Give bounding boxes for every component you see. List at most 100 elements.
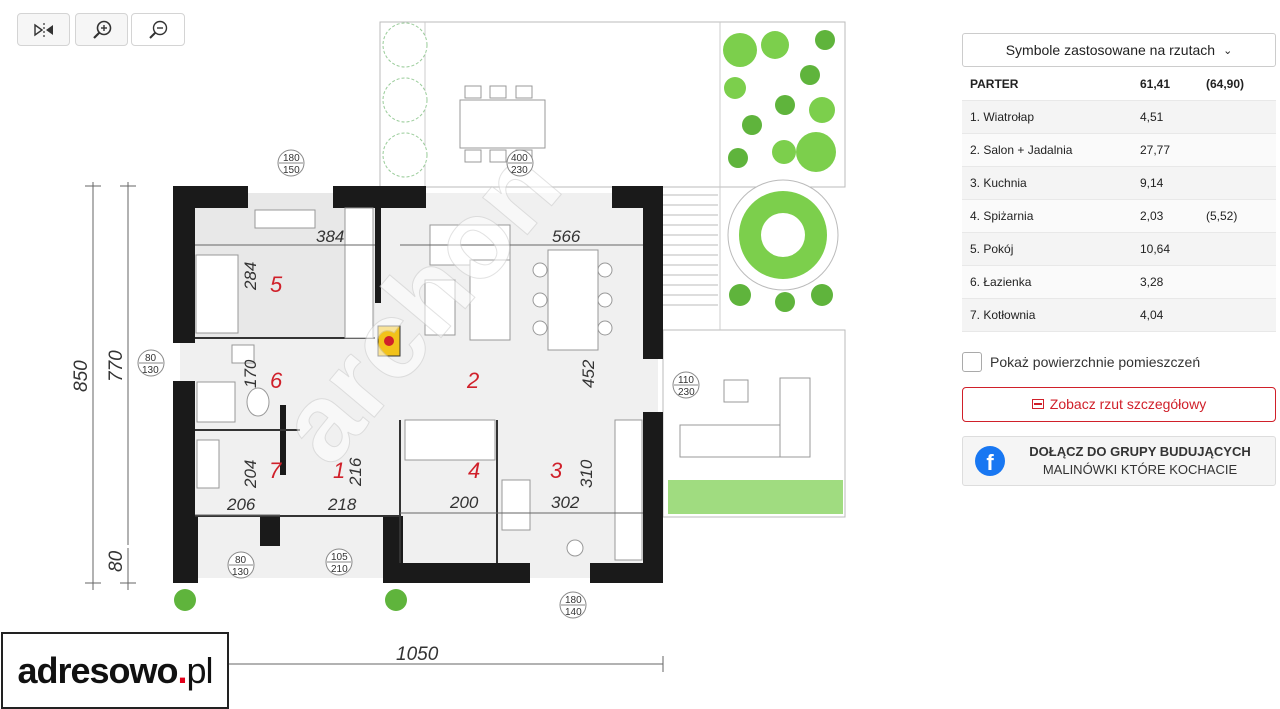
table-row: 4. Spiżarnia 2,03 (5,52) [962, 199, 1276, 233]
opening-top: 105 [331, 552, 348, 563]
room-label-3: 3 [550, 458, 563, 483]
room-label-5: 5 [270, 272, 283, 297]
patio-lounge [679, 377, 811, 458]
zoom-in-button[interactable] [75, 13, 128, 46]
room-name: 7. Kotłownia [962, 298, 1132, 332]
garden-plants [174, 22, 843, 611]
room-area: 9,14 [1132, 166, 1198, 200]
facebook-line-2: MALINÓWKI KTÓRE KOCHACIE [1042, 461, 1238, 477]
logo-name: adresowo [17, 649, 178, 691]
opening-bottom: 130 [142, 365, 159, 376]
room-label-1: 1 [333, 458, 345, 483]
floor-plan[interactable]: archon 5 6 2 7 1 4 3 384 284 566 170 452… [0, 0, 900, 709]
floor-name: PARTER [962, 68, 1132, 101]
dimension-lines [85, 182, 664, 672]
opening-bottom: 230 [678, 387, 695, 398]
room-name: 6. Łazienka [962, 265, 1132, 299]
table-row: 6. Łazienka 3,28 [962, 265, 1276, 299]
room-name: 4. Spiżarnia [962, 199, 1132, 233]
walls [173, 186, 663, 583]
logo-text: adresowo.pl [17, 649, 214, 692]
facebook-line-1: DOŁĄCZ DO GRUPY BUDUJĄCYCH [1029, 443, 1251, 459]
room-label-7: 7 [269, 458, 282, 483]
steps [663, 194, 718, 306]
room-area-extra [1198, 133, 1276, 167]
dim-label: 218 [327, 495, 357, 514]
room-area-extra [1198, 298, 1276, 332]
floor-area-extra: (64,90) [1198, 68, 1276, 101]
room-label-4: 4 [468, 458, 480, 483]
opening-marker: 180 140 [559, 591, 587, 619]
furniture [195, 207, 643, 561]
room-area: 10,64 [1132, 232, 1198, 266]
dim-label: 216 [346, 457, 365, 487]
opening-bottom: 230 [511, 165, 528, 176]
dim-label: 384 [316, 227, 344, 246]
opening-top: 80 [235, 555, 247, 566]
opening-top: 180 [283, 153, 300, 164]
logo-tld: pl [186, 649, 214, 691]
zoom-in-icon [92, 20, 111, 39]
dim-label: 206 [226, 495, 256, 514]
mirror-icon [33, 22, 53, 37]
room-area-extra [1198, 166, 1276, 200]
opening-bottom: 130 [232, 567, 249, 578]
interior-walls [195, 337, 498, 563]
opening-marker: 105 210 [325, 548, 353, 576]
dim-label: 310 [577, 459, 596, 488]
facebook-icon: f [975, 445, 1005, 476]
plan-icon [1031, 399, 1044, 409]
dim-label: 200 [449, 493, 479, 512]
zoom-out-icon [149, 20, 168, 39]
overall-height-770: 770 [106, 350, 127, 382]
room-name: 5. Pokój [962, 232, 1132, 266]
dim-label: 566 [552, 227, 581, 246]
zoom-out-button[interactable] [131, 13, 185, 46]
room-area: 27,77 [1132, 133, 1198, 167]
room-area-extra [1198, 265, 1276, 299]
opening-marker: 400 230 [506, 149, 534, 177]
opening-marker: 180 150 [277, 149, 305, 177]
dim-label: 452 [579, 359, 598, 388]
floor-area: 61,41 [1132, 68, 1198, 101]
opening-top: 110 [678, 375, 694, 386]
detailed-plan-label: Zobacz rzut szczegółowy [1049, 396, 1207, 412]
terrace-dining-table [459, 85, 546, 163]
adresowo-logo[interactable]: adresowo.pl [1, 632, 229, 709]
opening-bottom: 140 [565, 607, 582, 618]
opening-bottom: 210 [331, 564, 348, 575]
dim-label: 302 [551, 493, 580, 512]
logo-dot: . [177, 649, 188, 691]
opening-top: 180 [565, 595, 582, 606]
table-row: 5. Pokój 10,64 [962, 232, 1276, 266]
dim-label: 170 [241, 359, 260, 388]
show-areas-toggle[interactable]: Pokaż powierzchnie pomieszczeń [962, 351, 1276, 372]
area-table: PARTER 61,41 (64,90) 1. Wiatrołap 4,51 2… [962, 68, 1276, 332]
overall-width-1050: 1050 [396, 644, 439, 665]
room-area: 4,51 [1132, 100, 1198, 134]
room-area: 2,03 [1132, 199, 1198, 233]
symbols-dropdown[interactable]: Symbole zastosowane na rzutach ⌄ [962, 33, 1276, 67]
table-row: 3. Kuchnia 9,14 [962, 166, 1276, 200]
room-label-2: 2 [466, 368, 479, 393]
table-row: 1. Wiatrołap 4,51 [962, 100, 1276, 134]
facebook-banner-text: DOŁĄCZ DO GRUPY BUDUJĄCYCH MALINÓWKI KTÓ… [1005, 443, 1275, 479]
room-area-extra: (5,52) [1198, 199, 1276, 233]
chevron-down-icon: ⌄ [1223, 44, 1233, 57]
overall-height-850: 850 [71, 360, 92, 392]
opening-bottom: 150 [283, 165, 300, 176]
symbols-label: Symbole zastosowane na rzutach [1005, 42, 1216, 58]
dim-label: 204 [241, 460, 260, 489]
show-areas-label: Pokaż powierzchnie pomieszczeń [990, 353, 1201, 370]
facebook-group-banner[interactable]: f DOŁĄCZ DO GRUPY BUDUJĄCYCH MALINÓWKI K… [962, 435, 1276, 486]
detailed-plan-button[interactable]: Zobacz rzut szczegółowy [962, 386, 1276, 422]
room-name: 1. Wiatrołap [962, 100, 1132, 134]
opening-top: 400 [511, 153, 528, 164]
room-label-6: 6 [270, 368, 283, 393]
room-area-extra [1198, 232, 1276, 266]
show-areas-checkbox[interactable] [962, 351, 982, 372]
mirror-button[interactable] [17, 13, 70, 46]
table-row: 2. Salon + Jadalnia 27,77 [962, 133, 1276, 167]
opening-marker: 110 230 [672, 371, 700, 399]
